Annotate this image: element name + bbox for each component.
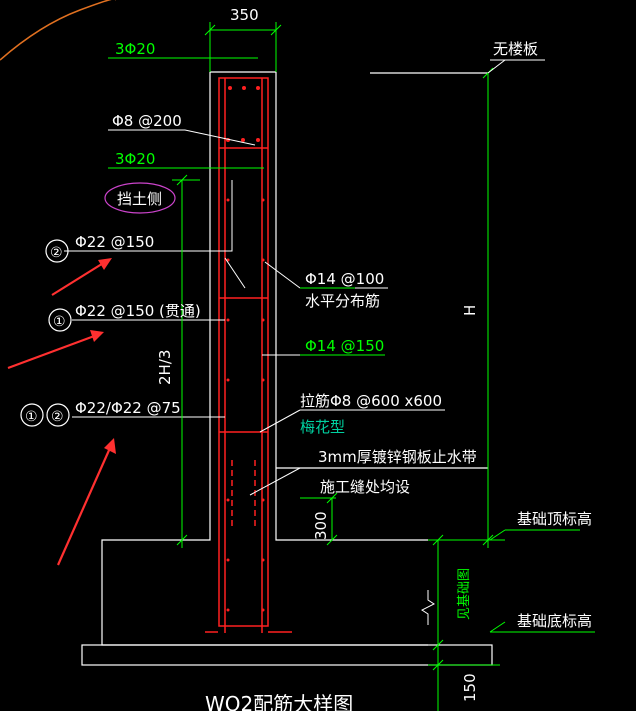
break-symbol	[421, 590, 435, 625]
stirrup-label: Φ8 @200	[112, 112, 182, 130]
top-bars-label: 3Φ20	[115, 40, 155, 58]
bar-1-label: Φ22 @150 (贯通)	[75, 302, 201, 320]
upper-bars-label: 3Φ20	[115, 150, 155, 168]
title-label: WQ2配筋大样图	[205, 692, 353, 711]
bar-12-label: Φ22/Φ22 @75	[75, 399, 181, 417]
dim-300-label: 300	[312, 511, 330, 540]
circled-markers	[20, 239, 72, 427]
no-slab-label: 无楼板	[493, 40, 538, 58]
rebar-dots	[226, 86, 265, 612]
bar-12-circle2: ②	[51, 409, 64, 425]
bar-2-label: Φ22 @150	[75, 233, 154, 251]
dim-150-label: 150	[461, 673, 479, 702]
soil-side-ellipse	[104, 182, 176, 214]
foundation-top-label: 基础顶标高	[517, 510, 592, 528]
tie-pattern-label: 梅花型	[300, 418, 345, 436]
waterstop-label: 3mm厚镀锌钢板止水带	[318, 448, 477, 466]
bar-2-circle: ②	[50, 245, 63, 261]
joint-note-label: 施工缝处均设	[320, 478, 410, 496]
soil-side-label: 挡土侧	[117, 190, 162, 208]
orange-curve	[0, 0, 116, 61]
horiz-bar-label: Φ14 @100	[305, 270, 384, 288]
foundation-bottom-label: 基础底标高	[517, 612, 592, 630]
bar-12-circle1: ①	[25, 409, 38, 425]
dim-width-label: 350	[230, 6, 259, 24]
wall-outline	[81, 71, 493, 666]
dim-h-label: H	[461, 305, 479, 316]
horiz-bar-note: 水平分布筋	[305, 292, 380, 310]
horiz-bar2-label: Φ14 @150	[305, 337, 384, 355]
leader-lines	[64, 129, 445, 496]
dim-2h3-label: 2H/3	[156, 350, 174, 385]
bar-1-circle: ①	[53, 314, 66, 330]
foundation-height-label: 见基础图	[457, 568, 472, 620]
dimension-lines	[108, 22, 595, 711]
tie-bar-label: 拉筋Φ8 @600 x600	[300, 392, 442, 410]
red-arrows	[7, 258, 116, 566]
